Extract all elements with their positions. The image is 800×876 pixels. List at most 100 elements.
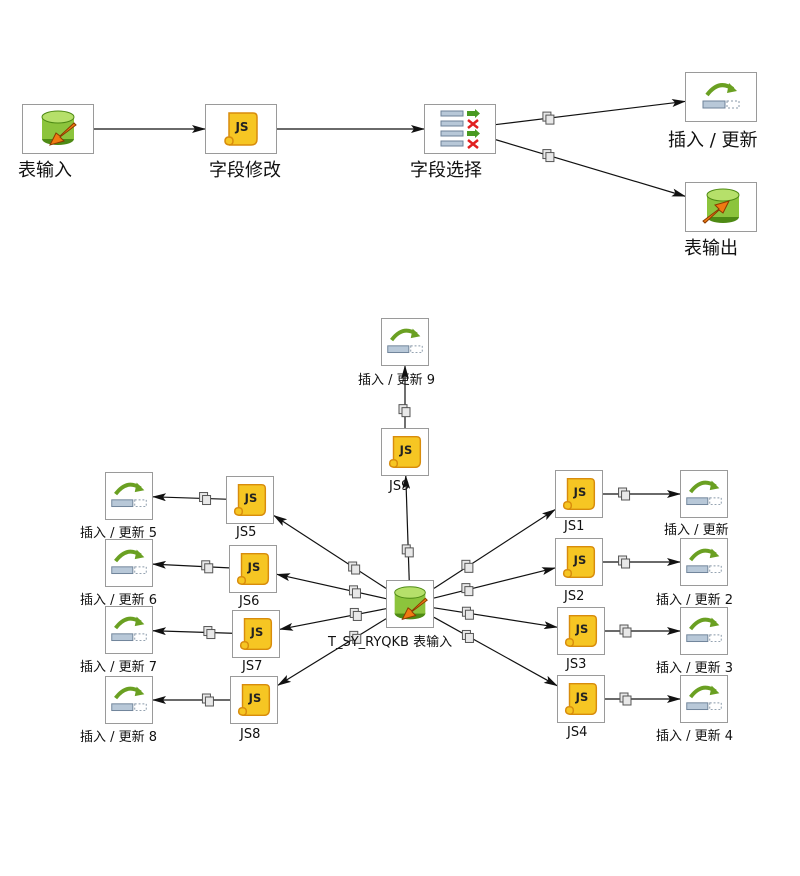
- hops-layer: [94, 99, 686, 707]
- select-fields-step[interactable]: [424, 104, 496, 154]
- hop-select-fields-to-insert-update-top[interactable]: [495, 99, 686, 126]
- copy-rows-icon: [348, 585, 361, 599]
- copy-rows-icon: [199, 492, 212, 506]
- svg-text:JS: JS: [250, 625, 264, 639]
- js1-step[interactable]: JS: [555, 470, 603, 518]
- insert-update-9-step[interactable]: [381, 318, 429, 366]
- insert-update-icon: [111, 616, 147, 642]
- insert-update-3-label: 插入 / 更新 3: [656, 661, 734, 676]
- javascript-icon: JS: [237, 683, 271, 717]
- hop-source-to-js2[interactable]: [433, 567, 556, 599]
- copy-rows-icon: [542, 111, 555, 125]
- insert-update-5-step[interactable]: [105, 472, 153, 520]
- table-output-step[interactable]: [685, 182, 757, 232]
- hop-source-to-js7[interactable]: [279, 608, 387, 631]
- js6-step[interactable]: JS: [229, 545, 277, 593]
- js4-step[interactable]: JS: [557, 675, 605, 723]
- source-table-input-step[interactable]: [386, 580, 434, 628]
- js2-step[interactable]: JS: [555, 538, 603, 586]
- hop-source-to-js3[interactable]: [433, 607, 558, 630]
- js3-step[interactable]: JS: [557, 607, 605, 655]
- table-input-icon: [394, 586, 428, 621]
- hop-source-to-js6[interactable]: [276, 573, 387, 600]
- insert-update-1-step[interactable]: [680, 470, 728, 518]
- hop-select-fields-to-table-output[interactable]: [495, 139, 686, 197]
- hop-js7-to-iu7[interactable]: [152, 627, 233, 636]
- js9-step[interactable]: JS: [381, 428, 429, 476]
- js8-step[interactable]: JS: [230, 676, 278, 724]
- hop-source-to-js8[interactable]: [277, 618, 387, 686]
- field-select-icon: [440, 109, 480, 149]
- insert-update-icon: [686, 548, 722, 574]
- svg-text:JS: JS: [399, 443, 413, 457]
- js7-label: JS7: [242, 659, 263, 674]
- javascript-icon: JS: [562, 545, 596, 579]
- javascript-icon: JS: [239, 617, 273, 651]
- js3-label: JS3: [566, 657, 587, 672]
- js7-step[interactable]: JS: [232, 610, 280, 658]
- hop-source-to-js9[interactable]: [402, 475, 411, 581]
- copy-rows-icon: [461, 559, 474, 573]
- javascript-icon: JS: [224, 112, 258, 146]
- insert-update-icon: [111, 686, 147, 712]
- hop-js5-to-iu5[interactable]: [152, 493, 227, 502]
- insert-update-4-label: 插入 / 更新 4: [656, 729, 734, 744]
- modify-fields-step[interactable]: JS: [205, 104, 277, 154]
- svg-text:JS: JS: [244, 491, 258, 505]
- copy-rows-icon: [618, 487, 631, 501]
- javascript-icon: JS: [564, 614, 598, 648]
- insert-update-9-label: 插入 / 更新 9: [358, 373, 436, 388]
- table-input-icon: [41, 110, 77, 146]
- select-fields-label: 字段选择: [410, 160, 482, 181]
- insert-update-7-label: 插入 / 更新 7: [80, 660, 158, 675]
- hop-source-to-js4[interactable]: [433, 616, 558, 687]
- js8-label: JS8: [240, 727, 261, 742]
- javascript-icon: JS: [388, 435, 422, 469]
- modify-fields-label: 字段修改: [209, 160, 281, 181]
- insert-update-step[interactable]: [685, 72, 757, 122]
- insert-update-2-step[interactable]: [680, 538, 728, 586]
- insert-update-icon: [686, 685, 722, 711]
- copy-rows-icon: [619, 692, 632, 706]
- hop-js6-to-iu6[interactable]: [152, 560, 230, 569]
- table-input-step[interactable]: [22, 104, 94, 154]
- svg-text:JS: JS: [573, 485, 587, 499]
- insert-update-7-step[interactable]: [105, 606, 153, 654]
- table-output-icon: [702, 188, 740, 224]
- js4-label: JS4: [567, 725, 588, 740]
- svg-text:JS: JS: [573, 553, 587, 567]
- insert-update-4-step[interactable]: [680, 675, 728, 723]
- svg-text:JS: JS: [575, 690, 589, 704]
- js9-label: JS9: [389, 479, 410, 494]
- js6-label: JS6: [239, 594, 260, 609]
- insert-update-icon: [387, 328, 423, 354]
- insert-update-icon: [111, 549, 147, 575]
- copy-rows-icon: [201, 560, 214, 574]
- copy-rows-icon: [348, 561, 361, 575]
- copy-rows-icon: [398, 404, 411, 418]
- insert-update-5-label: 插入 / 更新 5: [80, 526, 158, 541]
- copy-rows-icon: [349, 630, 362, 644]
- copy-rows-icon: [203, 626, 216, 640]
- hop-source-to-js1[interactable]: [433, 509, 556, 589]
- source-label: T_SY_RYQKB 表输入: [328, 635, 453, 650]
- insert-update-8-label: 插入 / 更新 8: [80, 730, 158, 745]
- js1-label: JS1: [564, 519, 585, 534]
- svg-text:JS: JS: [575, 622, 589, 636]
- js5-label: JS5: [236, 525, 257, 540]
- javascript-icon: JS: [233, 483, 267, 517]
- copy-rows-icon: [461, 629, 474, 643]
- insert-update-6-step[interactable]: [105, 539, 153, 587]
- insert-update-3-step[interactable]: [680, 607, 728, 655]
- svg-text:JS: JS: [248, 691, 262, 705]
- copy-rows-icon: [349, 607, 362, 621]
- javascript-icon: JS: [564, 682, 598, 716]
- insert-update-8-step[interactable]: [105, 676, 153, 724]
- insert-update-label: 插入 / 更新: [668, 130, 758, 151]
- js5-step[interactable]: JS: [226, 476, 274, 524]
- insert-update-icon: [686, 617, 722, 643]
- hop-source-to-js5[interactable]: [273, 515, 387, 589]
- table-output-label: 表输出: [684, 238, 738, 259]
- javascript-icon: JS: [562, 477, 596, 511]
